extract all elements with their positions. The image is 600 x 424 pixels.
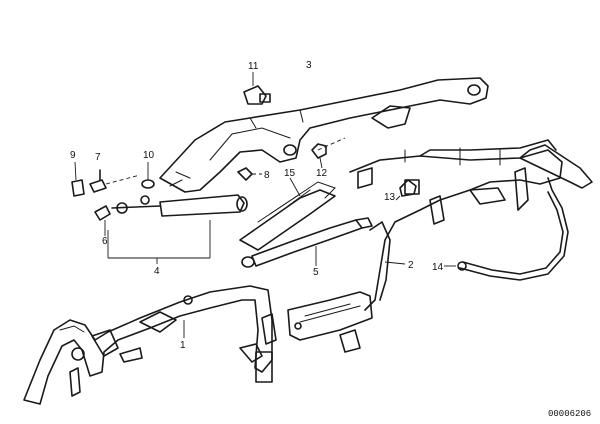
part-12-nut [311,137,346,169]
label-12: 12 [316,168,328,179]
part-3-arm [159,77,489,193]
label-14: 14 [432,262,444,273]
label-9: 9 [70,150,76,161]
part-1-frame [23,285,277,405]
label-2: 2 [408,260,414,271]
label-11: 11 [248,61,259,72]
part-14-cable [444,177,569,281]
part-15-bracket [239,177,336,251]
callout-labels: 1 2 3 4 5 6 7 8 9 10 11 12 13 14 15 [70,60,444,351]
label-8: 8 [264,170,270,181]
part-7-bolt [89,169,141,193]
part-10-washer [141,162,155,189]
part-13-cap [395,179,417,201]
part-8-nut [237,167,262,181]
drawing-number: 00006206 [548,409,591,419]
label-1: 1 [180,340,186,351]
part-5-gas-strut [241,217,373,268]
label-15: 15 [284,168,296,179]
part-4-gas-strut [107,194,248,264]
label-6: 6 [102,236,108,247]
label-5: 5 [313,267,319,278]
label-4: 4 [154,266,160,277]
part-2-frame [287,139,593,353]
part-11-rubber-stop [243,72,271,105]
part-6-ball-stud [94,205,111,236]
label-3: 3 [306,60,312,71]
part-9-bracket [71,161,85,197]
label-7: 7 [95,152,101,163]
label-10: 10 [143,150,155,161]
label-13: 13 [384,192,396,203]
